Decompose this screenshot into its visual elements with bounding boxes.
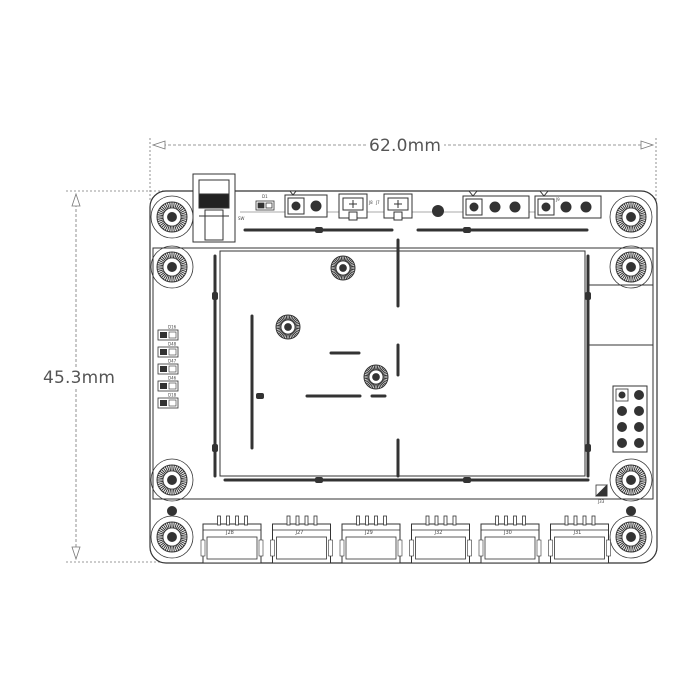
terminal-j8 (338, 193, 368, 221)
j33-marker (595, 484, 608, 497)
mounting-hole (363, 364, 389, 390)
connector-label: J31 (573, 530, 582, 536)
jst-connector: J27 (270, 515, 333, 564)
mounting-hole (609, 515, 653, 559)
slot-pads (212, 227, 591, 483)
connector-label: J30 (503, 530, 512, 536)
display-module-panel (219, 250, 586, 477)
j33-label: J33 (597, 499, 605, 504)
d1-label: D1 (262, 194, 268, 199)
mounting-hole (150, 195, 194, 239)
mounting-hole (150, 515, 194, 559)
slot-lines (213, 228, 590, 482)
header-pin (617, 438, 627, 448)
connector-label: J29 (364, 530, 373, 536)
connector-label: J27 (295, 530, 304, 536)
jst-connector: J30 (478, 515, 542, 564)
board-outline (149, 190, 658, 564)
led-label: D18 (168, 393, 177, 398)
header-pin (634, 390, 644, 400)
small-hole (167, 506, 177, 516)
mounting-hole (150, 458, 194, 502)
j9-label: J9 (555, 197, 560, 202)
led-label: D48 (168, 342, 177, 347)
jst-connector: J29 (339, 515, 403, 564)
via-top (432, 205, 444, 217)
header-3pin-a (462, 190, 530, 219)
header-pin (634, 422, 644, 432)
led-component: D16 (157, 325, 179, 341)
header-j9 (534, 190, 602, 219)
header-pin (617, 406, 627, 416)
led-component: D48 (157, 342, 179, 358)
led-label: D47 (168, 359, 177, 364)
height-dimension-label: 45.3mm (40, 368, 119, 388)
led-component: D18 (157, 393, 179, 409)
led-component: D46 (157, 376, 179, 392)
switch-label: SW (238, 216, 245, 221)
led-label: D46 (168, 376, 177, 381)
jst-connector: J28 (200, 515, 264, 564)
j7-label: J7 (375, 200, 380, 205)
width-dimension-label: 62.0mm (366, 136, 445, 156)
mounting-hole (275, 314, 301, 340)
jst-connector: J32 (409, 515, 472, 564)
mounting-hole (609, 195, 653, 239)
mounting-holes (150, 195, 653, 559)
bottom-connectors: J28 J27 J29 J32 J30 J31 (200, 515, 611, 564)
small-hole (626, 506, 636, 516)
header-pin (634, 406, 644, 416)
mounting-hole (150, 245, 194, 289)
header-pin (617, 422, 627, 432)
header-pin (634, 438, 644, 448)
connector-label: J32 (434, 530, 443, 536)
terminal-j7 (383, 193, 413, 221)
switch-component (192, 173, 236, 243)
mounting-hole (609, 245, 653, 289)
connector-label: J28 (225, 530, 234, 536)
j8-label: J8 (368, 200, 373, 205)
led-component: D47 (157, 359, 179, 375)
header-2pin-a (284, 190, 328, 218)
led-label: D16 (168, 325, 177, 330)
mounting-hole (330, 255, 356, 281)
display-module-outer (152, 247, 654, 500)
right-header-2x4 (612, 385, 648, 453)
d1-component (255, 200, 275, 211)
jst-connector: J31 (548, 515, 611, 564)
mounting-hole (609, 458, 653, 502)
